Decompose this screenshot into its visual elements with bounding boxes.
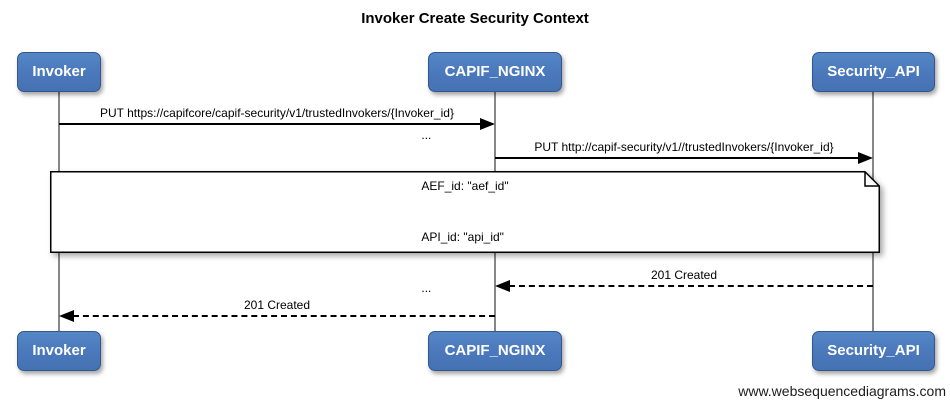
note-line: AEF_id: "aef_id": [421, 179, 509, 193]
message-1-line: [59, 123, 482, 125]
actor-box-security-api-top: Security_API: [812, 52, 935, 92]
note-fold-corner-icon: [864, 171, 880, 187]
message-3-arrowhead-icon: [495, 280, 510, 292]
note-text: ... AEF_id: "aef_id" API_id: "api_id" ..…: [50, 128, 880, 295]
watermark: www.websequencediagrams.com: [738, 383, 946, 399]
actor-box-capif-nginx-bottom: CAPIF_NGINX: [428, 331, 562, 371]
note-line: ...: [421, 281, 432, 295]
actor-box-invoker-bottom: Invoker: [17, 331, 101, 371]
actor-box-invoker-top: Invoker: [17, 52, 101, 92]
message-2-arrowhead-icon: [858, 152, 873, 164]
note-line: API_id: "api_id": [421, 230, 504, 244]
diagram-title: Invoker Create Security Context: [361, 10, 589, 27]
message-4-label: 201 Created: [243, 298, 311, 312]
actor-box-security-api-bottom: Security_API: [812, 331, 935, 371]
note: ... AEF_id: "aef_id" API_id: "api_id" ..…: [50, 128, 880, 295]
actor-box-capif-nginx-top: CAPIF_NGINX: [428, 52, 562, 92]
note-shape: [50, 171, 880, 253]
message-3-line: [509, 285, 873, 287]
message-3-label: 201 Created: [650, 268, 718, 282]
note-line: ...: [421, 128, 432, 142]
message-2-line: [495, 157, 859, 159]
note-body: [50, 171, 880, 253]
note-text-block: ... AEF_id: "aef_id" API_id: "api_id" ..…: [421, 93, 508, 331]
message-4-arrowhead-icon: [59, 310, 74, 322]
message-4-line: [73, 315, 495, 317]
message-2-label: PUT http://capif-security/v1//trustedInv…: [534, 140, 834, 154]
message-1-label: PUT https://capifcore/capif-security/v1/…: [100, 106, 454, 120]
message-1-arrowhead-icon: [480, 118, 495, 130]
